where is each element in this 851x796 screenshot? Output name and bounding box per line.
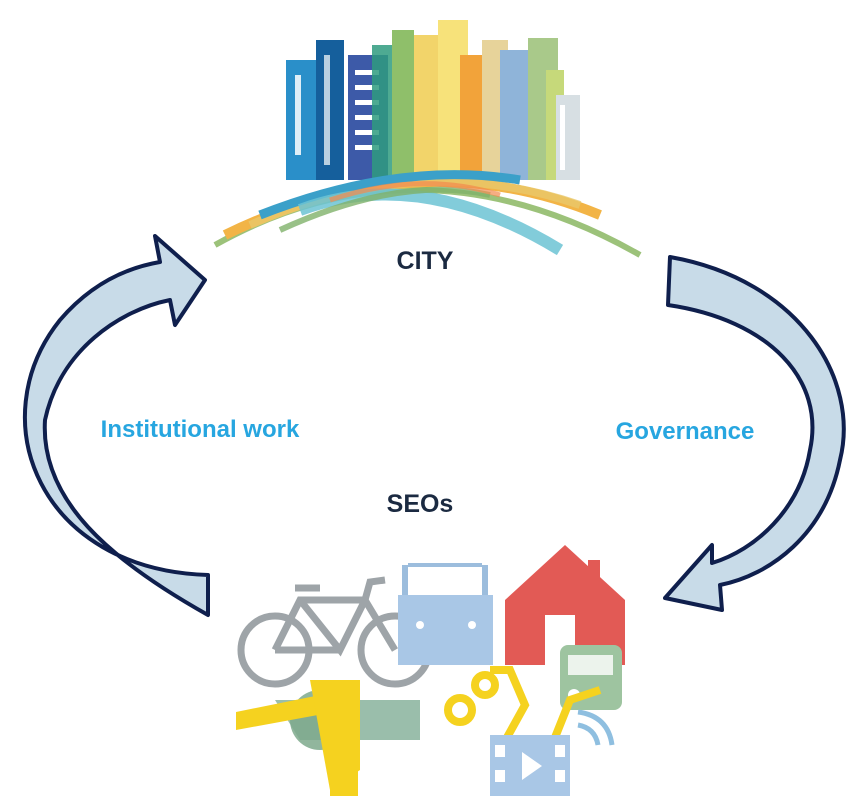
- seos-node-label: SEOs: [386, 490, 454, 518]
- city-node-label: CITY: [396, 247, 454, 275]
- wifi-icon: [577, 709, 615, 746]
- handbag-icon: [398, 563, 493, 665]
- city-skyline-icon: [213, 20, 642, 258]
- institutional-work-arrow: [23, 234, 210, 617]
- governance-arrow: [663, 255, 846, 612]
- film-icon: [490, 735, 570, 796]
- governance-label: Governance: [615, 418, 755, 445]
- hammer-icon: [236, 680, 360, 796]
- institutional-work-label: Institutional work: [100, 416, 300, 443]
- car-icon: [560, 645, 622, 710]
